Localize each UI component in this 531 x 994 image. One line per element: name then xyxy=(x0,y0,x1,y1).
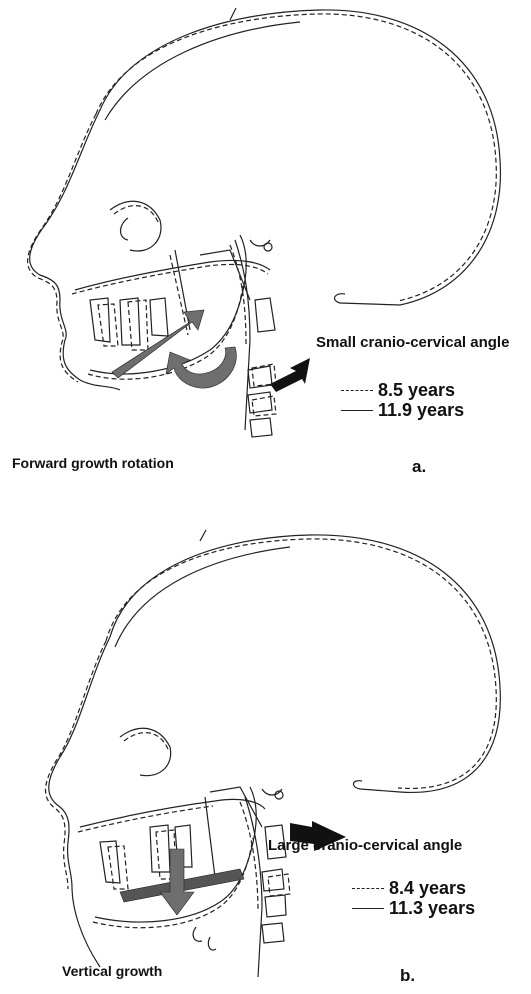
panel-letter-b: b. xyxy=(400,966,415,986)
angle-label-a: Small cranio-cervical angle xyxy=(316,334,509,351)
rotation-arrow xyxy=(166,347,236,388)
vertebra-3 xyxy=(248,392,272,413)
solid-line-swatch xyxy=(341,410,373,411)
legend-row-solid: 11.3 years xyxy=(352,898,475,918)
growth-label-a: Forward growth rotation xyxy=(12,455,174,471)
vertebra-4 xyxy=(262,923,284,943)
skull-outline-solid xyxy=(110,535,500,792)
panel-letter-a: a. xyxy=(412,457,426,477)
angle-label-b: Large cranio-cervical angle xyxy=(268,837,462,854)
legend-a: 8.5 years 11.9 years xyxy=(341,380,464,420)
legend-dashed-label: 8.5 years xyxy=(378,380,455,400)
solid-line-swatch xyxy=(352,908,384,909)
growth-label-b: Vertical growth xyxy=(62,963,162,979)
face-profile-solid xyxy=(30,110,120,390)
cephalometric-tracing-b xyxy=(0,497,531,994)
panel-b: Large cranio-cervical angle 8.4 years 11… xyxy=(0,497,531,994)
legend-b: 8.4 years 11.3 years xyxy=(352,878,475,918)
skull-outline-dashed xyxy=(106,539,496,789)
vertebra-2 xyxy=(262,869,284,891)
legend-row-dashed: 8.4 years xyxy=(352,878,475,898)
legend-solid-label: 11.9 years xyxy=(378,400,464,420)
black-arrow-a xyxy=(270,358,310,392)
cephalometric-tracing-a xyxy=(0,0,531,497)
face-profile-solid xyxy=(49,637,110,967)
skull-outline-dashed xyxy=(96,14,496,301)
legend-row-dashed: 8.5 years xyxy=(341,380,464,400)
face-profile-dashed xyxy=(46,641,107,889)
dashed-line-swatch xyxy=(352,888,384,889)
legend-solid-label: 11.3 years xyxy=(389,898,475,918)
legend-row-solid: 11.9 years xyxy=(341,400,464,420)
vertebra-4 xyxy=(250,418,272,437)
vertebra-3 xyxy=(265,895,286,917)
vertebra-1 xyxy=(255,298,275,332)
forward-arrow-gray xyxy=(112,310,204,378)
dashed-line-swatch xyxy=(341,390,373,391)
panel-a: Small cranio-cervical angle 8.5 years 11… xyxy=(0,0,531,497)
skull-outline-solid xyxy=(100,10,500,305)
face-profile-dashed xyxy=(28,114,96,382)
legend-dashed-label: 8.4 years xyxy=(389,878,466,898)
